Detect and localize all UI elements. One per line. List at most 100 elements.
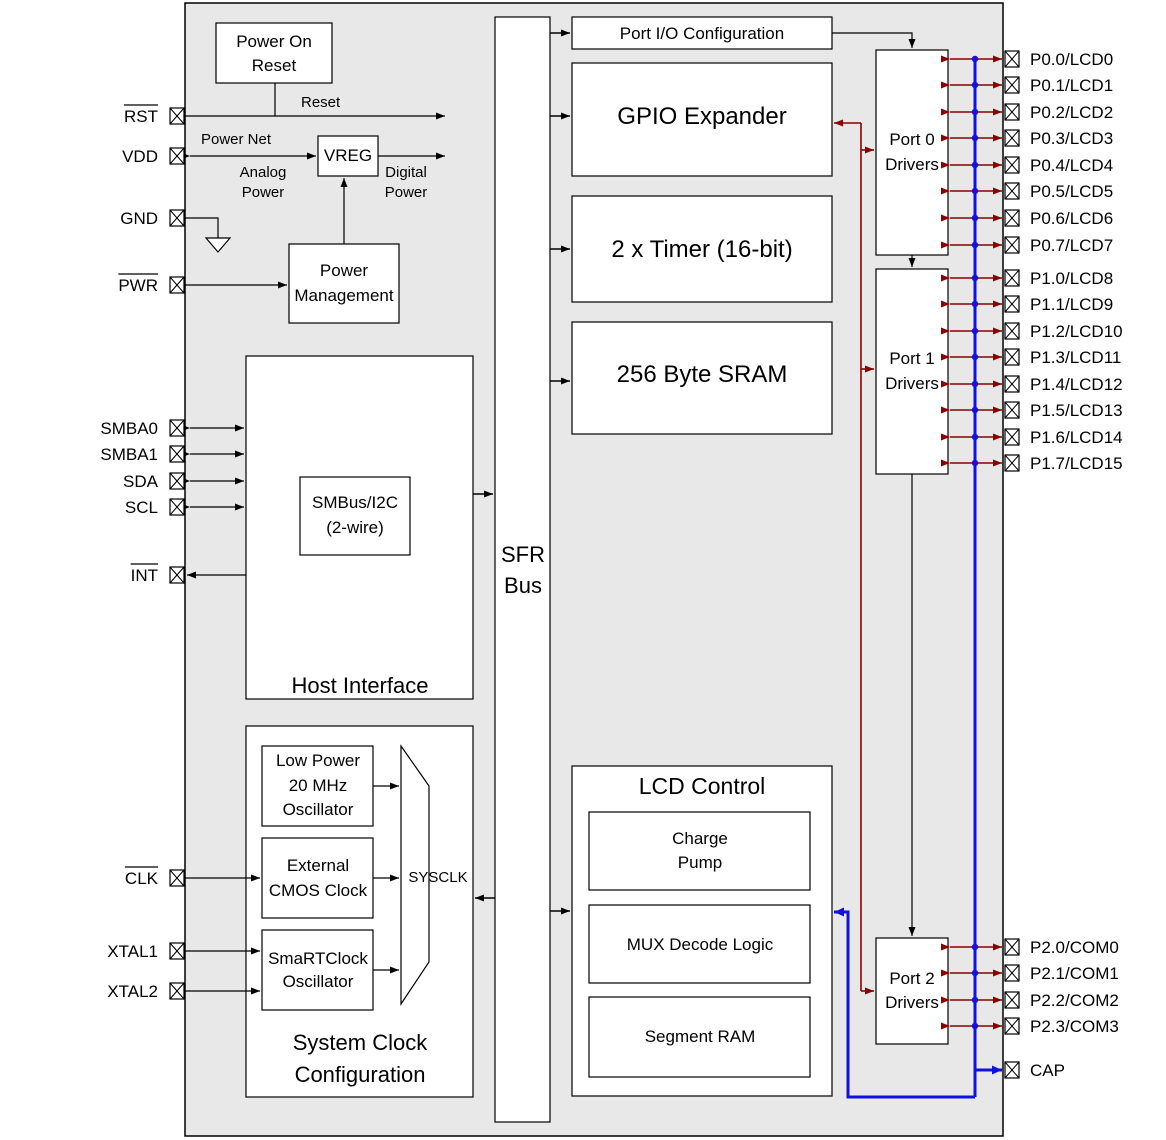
pin-p1-3 bbox=[1004, 348, 1020, 366]
pin-vdd bbox=[169, 147, 185, 165]
mux-decode-block: MUX Decode Logic bbox=[588, 904, 811, 984]
pin-label-p2-2: P2.2/COM2 bbox=[1030, 991, 1119, 1010]
low-power-osc-block: Low Power 20 MHz Oscillator bbox=[261, 745, 374, 827]
digital-power-label: Digital bbox=[385, 164, 427, 181]
pin-p1-6 bbox=[1004, 428, 1020, 446]
pin-rst bbox=[169, 107, 185, 125]
bus-junction bbox=[971, 134, 979, 142]
pin-label-rst: RST bbox=[124, 107, 158, 126]
bus-junction bbox=[971, 996, 979, 1004]
pin-label-pwr: PWR bbox=[118, 276, 158, 295]
pin-p1-5 bbox=[1004, 401, 1020, 419]
svg-text:LCD Control: LCD Control bbox=[639, 773, 766, 799]
bus-junction bbox=[971, 327, 979, 335]
pin-label-p1-2: P1.2/LCD10 bbox=[1030, 322, 1123, 341]
sfr-bus: SFR Bus bbox=[494, 16, 551, 1123]
pin-p2-2 bbox=[1004, 991, 1020, 1009]
svg-text:Reset: Reset bbox=[252, 56, 297, 75]
pin-label-vdd: VDD bbox=[122, 147, 158, 166]
pin-p0-2 bbox=[1004, 103, 1020, 121]
svg-text:System Clock: System Clock bbox=[293, 1030, 428, 1055]
svg-text:Port 2: Port 2 bbox=[889, 969, 934, 988]
pin-label-p1-5: P1.5/LCD13 bbox=[1030, 401, 1123, 420]
svg-text:20 MHz: 20 MHz bbox=[289, 776, 348, 795]
power-management-block: Power Management bbox=[288, 243, 400, 324]
bus-junction bbox=[971, 55, 979, 63]
svg-text:Oscillator: Oscillator bbox=[283, 800, 354, 819]
pin-label-p1-1: P1.1/LCD9 bbox=[1030, 295, 1113, 314]
reset-signal-label: Reset bbox=[301, 94, 341, 111]
pin-p2-1 bbox=[1004, 964, 1020, 982]
port2-drivers-block: Port 2 Drivers bbox=[875, 937, 949, 1045]
bus-junction bbox=[971, 300, 979, 308]
port-io-config-block: Port I/O Configuration bbox=[571, 16, 833, 50]
pin-label-p0-3: P0.3/LCD3 bbox=[1030, 129, 1113, 148]
ground-symbol bbox=[185, 217, 232, 253]
pin-label-p0-2: P0.2/LCD2 bbox=[1030, 103, 1113, 122]
pin-label-clk: CLK bbox=[125, 869, 159, 888]
bus-junction bbox=[971, 161, 979, 169]
bus-junction bbox=[971, 214, 979, 222]
svg-text:Power: Power bbox=[320, 261, 369, 280]
pin-label-p2-3: P2.3/COM3 bbox=[1030, 1017, 1119, 1036]
svg-text:Power: Power bbox=[242, 184, 285, 201]
pin-p1-7 bbox=[1004, 454, 1020, 472]
svg-text:MUX Decode Logic: MUX Decode Logic bbox=[627, 935, 774, 954]
sysclk-mux: SYSCLK bbox=[400, 744, 468, 1006]
svg-text:Port I/O Configuration: Port I/O Configuration bbox=[620, 24, 784, 43]
port1-drivers-block: Port 1 Drivers bbox=[875, 268, 949, 475]
bus-junction bbox=[971, 969, 979, 977]
svg-text:Management: Management bbox=[294, 286, 394, 305]
pin-label-sda: SDA bbox=[123, 472, 159, 491]
smbus-block: SMBus/I2C (2-wire) bbox=[299, 476, 411, 556]
pin-p1-2 bbox=[1004, 322, 1020, 340]
bus-junction bbox=[971, 274, 979, 282]
pin-label-p0-4: P0.4/LCD4 bbox=[1030, 156, 1113, 175]
svg-text:Pump: Pump bbox=[678, 853, 722, 872]
pin-label-p2-0: P2.0/COM0 bbox=[1030, 938, 1119, 957]
vreg-block: VREG bbox=[317, 135, 379, 177]
pin-p0-1 bbox=[1004, 76, 1020, 94]
svg-text:Low Power: Low Power bbox=[276, 751, 360, 770]
svg-text:Power On: Power On bbox=[236, 32, 312, 51]
svg-text:Port 1: Port 1 bbox=[889, 349, 934, 368]
svg-text:Power: Power bbox=[385, 184, 428, 201]
segment-ram-block: Segment RAM bbox=[588, 996, 811, 1078]
pin-p0-5 bbox=[1004, 182, 1020, 200]
pin-label-p0-1: P0.1/LCD1 bbox=[1030, 76, 1113, 95]
pin-label-p1-0: P1.0/LCD8 bbox=[1030, 269, 1113, 288]
bus-junction bbox=[971, 459, 979, 467]
svg-text:SMBus/I2C: SMBus/I2C bbox=[312, 493, 398, 512]
pin-scl bbox=[169, 498, 185, 516]
charge-pump-block: Charge Pump bbox=[588, 811, 811, 891]
svg-text:SFR: SFR bbox=[501, 542, 545, 567]
bus-junction bbox=[971, 108, 979, 116]
svg-text:Charge: Charge bbox=[672, 829, 728, 848]
pin-p0-6 bbox=[1004, 209, 1020, 227]
svg-text:256 Byte SRAM: 256 Byte SRAM bbox=[617, 361, 788, 388]
svg-text:Drivers: Drivers bbox=[885, 374, 939, 393]
pin-label-smba1: SMBA1 bbox=[100, 445, 158, 464]
bus-junction bbox=[971, 433, 979, 441]
bus-junction bbox=[971, 406, 979, 414]
svg-text:Port 0: Port 0 bbox=[889, 130, 934, 149]
gpio-expander-block: GPIO Expander bbox=[571, 62, 833, 177]
power-net-label: Power Net bbox=[201, 131, 272, 148]
pin-sda bbox=[169, 472, 185, 490]
pin-p1-1 bbox=[1004, 295, 1020, 313]
svg-text:(2-wire): (2-wire) bbox=[326, 518, 384, 537]
svg-text:Configuration: Configuration bbox=[295, 1062, 426, 1087]
pin-p0-7 bbox=[1004, 236, 1020, 254]
pin-int bbox=[169, 566, 185, 584]
pin-p1-4 bbox=[1004, 375, 1020, 393]
pin-pwr bbox=[169, 276, 185, 294]
smartclock-block: SmaRTClock Oscillator bbox=[261, 929, 374, 1011]
svg-text:2 x Timer (16-bit): 2 x Timer (16-bit) bbox=[611, 236, 792, 263]
pin-label-p0-6: P0.6/LCD6 bbox=[1030, 209, 1113, 228]
bus-junction bbox=[971, 943, 979, 951]
pin-label-gnd: GND bbox=[120, 209, 158, 228]
pin-p2-0 bbox=[1004, 938, 1020, 956]
pin-clk bbox=[169, 869, 185, 887]
pin-label-p1-3: P1.3/LCD11 bbox=[1030, 348, 1121, 367]
